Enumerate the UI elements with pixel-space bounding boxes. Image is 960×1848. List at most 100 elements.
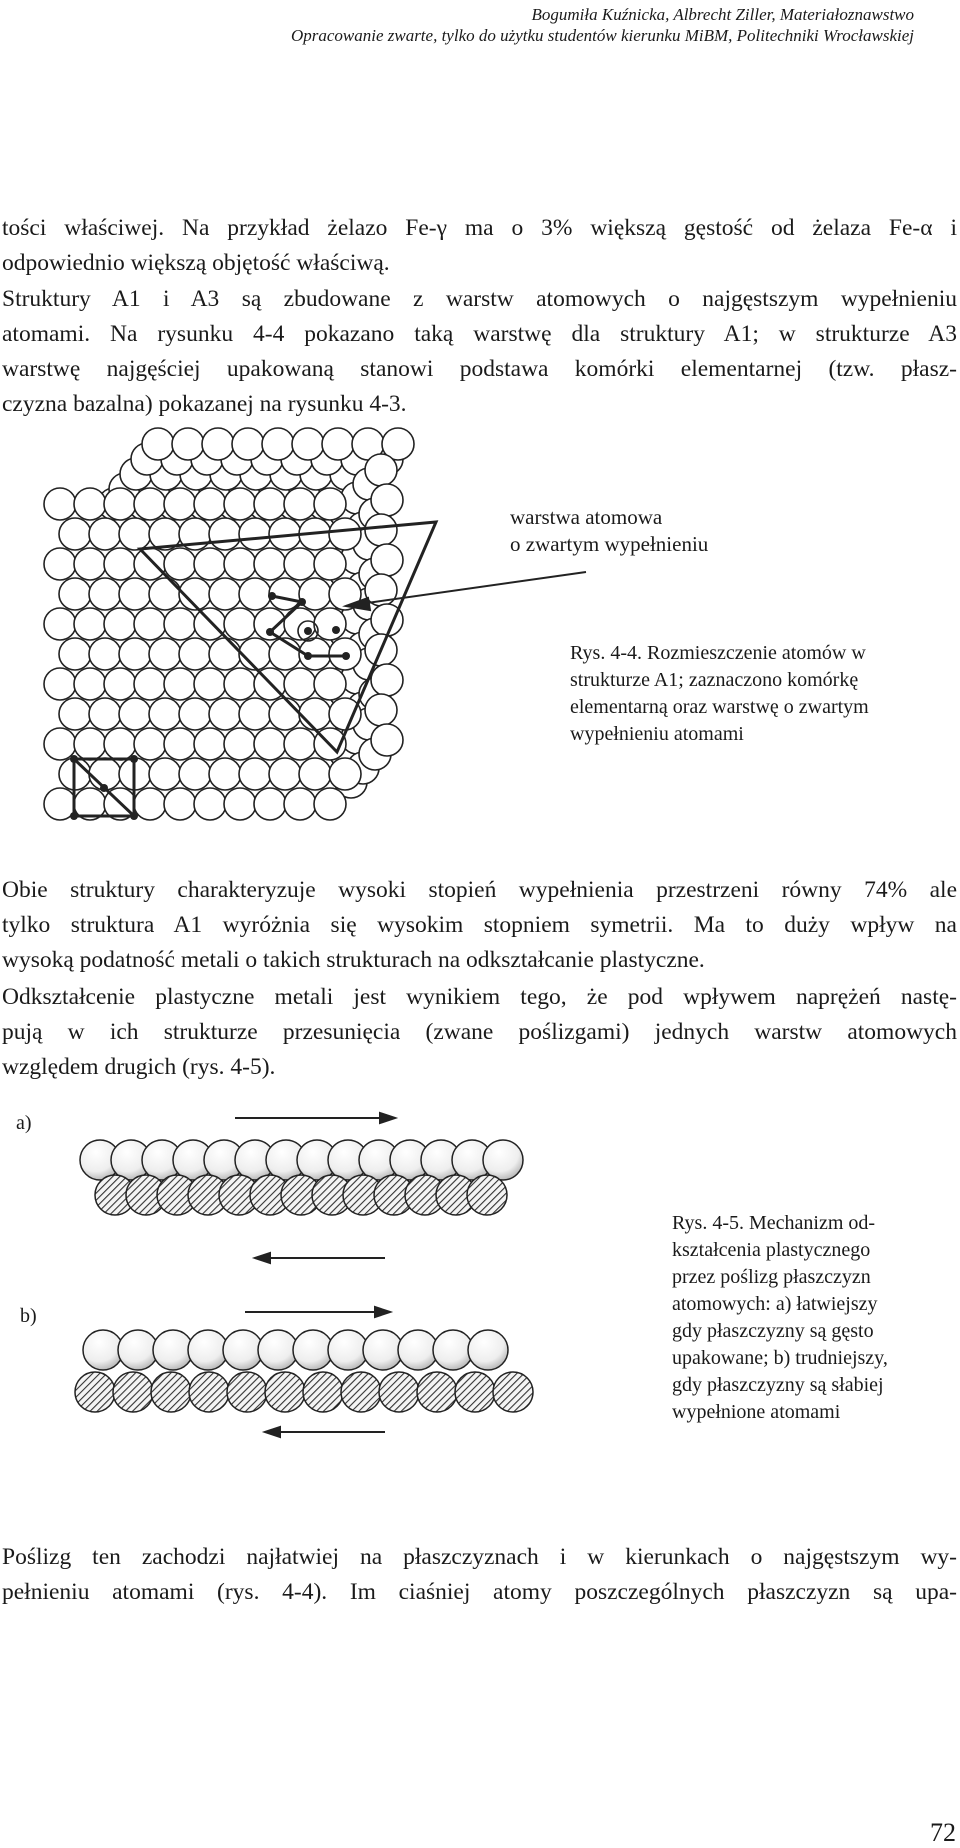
text-line: czyzna bazalna) pokazanej na rysunku 4-3… (2, 391, 407, 417)
atom-circle (292, 1329, 334, 1371)
atom-circle (208, 517, 242, 551)
atom-circle (313, 607, 347, 641)
atom-circle (73, 667, 107, 701)
atom-circle (148, 637, 182, 671)
atom-circle (328, 517, 362, 551)
atom-circle (178, 757, 212, 791)
caption-line: wypełnieniu atomami (570, 723, 744, 745)
atom-circle (492, 1371, 534, 1413)
atom-circle (82, 1329, 124, 1371)
atom-circle (193, 667, 227, 701)
atom-circle (238, 697, 272, 731)
atom-circle (364, 453, 398, 487)
atom-circle (327, 1329, 369, 1371)
atom-circle (58, 637, 92, 671)
caption-line: wypełnione atomami (672, 1401, 841, 1423)
atom-circle (208, 697, 242, 731)
atom-circle (88, 697, 122, 731)
atom-circle (283, 727, 317, 761)
atom-circle (103, 487, 137, 521)
atom-circle (362, 1329, 404, 1371)
paragraph-slip: Poślizg ten zachodzi najłatwiej na płasz… (2, 1540, 957, 1610)
atom-circle (163, 787, 197, 821)
atom-circle (74, 1371, 116, 1413)
atom-circle (264, 1371, 306, 1413)
atom-circle (381, 427, 415, 461)
atom-circle (261, 427, 295, 461)
atom-circle (163, 607, 197, 641)
atom-circle (370, 723, 404, 757)
atom-circle (370, 483, 404, 517)
atom-circle (163, 667, 197, 701)
atom-circle (298, 697, 332, 731)
atom-circle (43, 727, 77, 761)
atom-circle (133, 607, 167, 641)
atom-circle (88, 637, 122, 671)
atom-circle (364, 693, 398, 727)
atom-circle (238, 757, 272, 791)
caption-line: gdy płaszczyzny są słabiej (672, 1374, 884, 1396)
atom-circle (283, 547, 317, 581)
text-line: tości właściwej. Na przykład żelazo Fe-γ… (2, 215, 957, 241)
atom-circle (223, 727, 257, 761)
atom-circle (253, 727, 287, 761)
atom-circle (148, 757, 182, 791)
text-line: pełnieniu atomami (rys. 4-4). Im ciaśnie… (2, 1579, 957, 1605)
atom-circle (313, 787, 347, 821)
atom-circle (283, 787, 317, 821)
atom-circle (103, 667, 137, 701)
text-line: wysoką podatność metali o takich struktu… (2, 947, 705, 973)
atom-circle (118, 577, 152, 611)
caption-line: gdy płaszczyzny są gęsto (672, 1320, 874, 1342)
atom-circle (201, 427, 235, 461)
atom-circle (208, 577, 242, 611)
atom-circle (231, 427, 265, 461)
atom-circle (321, 427, 355, 461)
figure-4-4-drawing (43, 427, 587, 821)
atom-circle (193, 727, 227, 761)
atom-circle (268, 757, 302, 791)
atom-circle (454, 1371, 496, 1413)
caption-fig-4-5: Rys. 4-5. Mechanizm od- kształcenia plas… (672, 1210, 888, 1426)
atom-circle (397, 1329, 439, 1371)
atom-circle (188, 1371, 230, 1413)
atom-circle (208, 637, 242, 671)
atom-circle (432, 1329, 474, 1371)
atom-circle (43, 607, 77, 641)
atom-circle (313, 547, 347, 581)
atom-circle (208, 757, 242, 791)
caption-line: Rys. 4-5. Mechanizm od- (672, 1212, 876, 1234)
atom-circle (370, 663, 404, 697)
atom-circle (163, 727, 197, 761)
atom-circle (238, 577, 272, 611)
atom-circle (88, 577, 122, 611)
atom-circle (223, 787, 257, 821)
atom-circle (43, 487, 77, 521)
atom-circle (73, 487, 107, 521)
paragraph-density: tości właściwej. Na przykład żelazo Fe-γ… (2, 211, 957, 281)
caption-fig-4-4: Rys. 4-4. Rozmieszczenie atomów w strukt… (570, 640, 869, 748)
page-number: 72 (930, 1818, 956, 1847)
atom-circle (152, 1329, 194, 1371)
atom-circle (291, 427, 325, 461)
caption-line: przez poślizg płaszczyzn (672, 1266, 871, 1288)
atom-circle (482, 1139, 524, 1181)
text-line: Struktury A1 i A3 są zbudowane z warstw … (2, 286, 957, 312)
atom-circle (223, 607, 257, 641)
atom-circle (416, 1371, 458, 1413)
atom-circle (253, 487, 287, 521)
atom-circle (133, 547, 167, 581)
text-line: tylko struktura A1 wyróżnia się wysokim … (2, 912, 957, 938)
paragraph-deformation: Odkształcenie plastyczne metali jest wyn… (2, 980, 957, 1085)
text-line: odpowiednio większą objętość właściwą. (2, 250, 390, 276)
text-line: Obie struktury charakteryzuje wysoki sto… (2, 877, 957, 903)
atom-circle (73, 547, 107, 581)
atom-circle (163, 487, 197, 521)
label-a: a) (16, 1112, 32, 1134)
atom-circle (253, 547, 287, 581)
atom-circle (133, 487, 167, 521)
figure-4-5-drawing (74, 1111, 534, 1439)
paragraph-packing: Obie struktury charakteryzuje wysoki sto… (2, 873, 957, 978)
atom-circle (283, 487, 317, 521)
paragraph-structures: Struktury A1 i A3 są zbudowane z warstw … (2, 282, 957, 422)
